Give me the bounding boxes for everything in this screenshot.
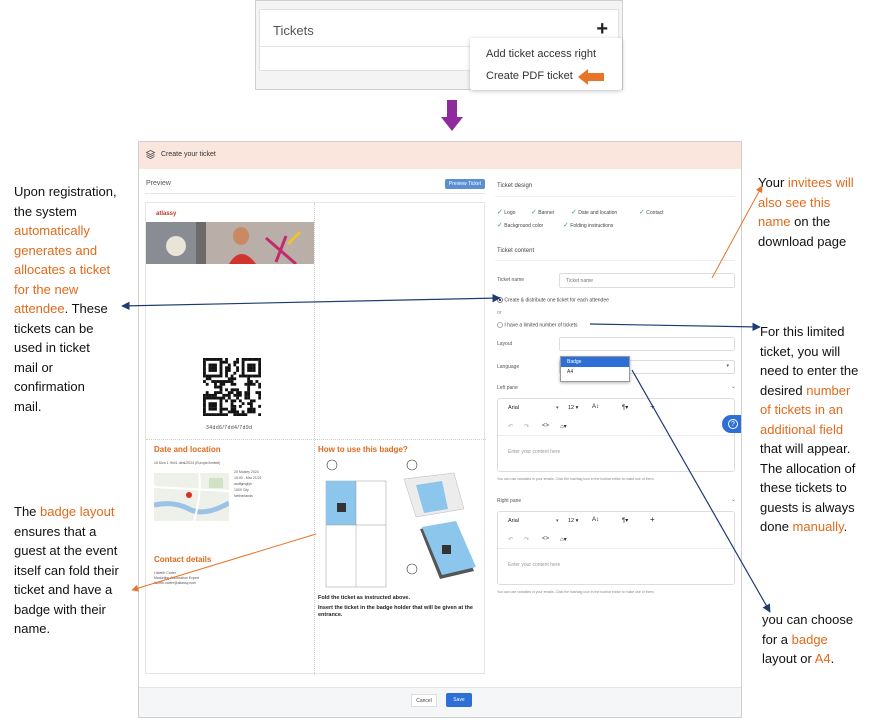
size-select[interactable]: 12 ▾ [568,518,579,524]
address-line: 1000 City [234,488,249,492]
code-icon[interactable]: <> [542,423,550,429]
ticket-content-title: Ticket content [497,248,535,254]
or-label: or [497,310,502,316]
card-divider [260,46,618,47]
modal-title: Create your ticket [161,151,216,158]
design-divider [495,196,735,197]
help-button[interactable]: ? [722,415,741,433]
redo-icon[interactable]: ↷ [524,537,530,543]
code-icon[interactable]: <> [542,536,550,542]
hashtag-tag-icon[interactable]: ⌂▾ [560,424,567,430]
check-logo[interactable]: ✓ Logo [497,209,516,216]
font-select[interactable]: Arial [508,518,520,524]
folding-diagram [325,459,476,588]
date-location-title: Date and location [154,445,221,454]
collapse-chevron-icon[interactable]: ⌄ [731,384,737,390]
insert-plus-icon[interactable]: + [650,515,655,524]
modal-footer [139,687,741,717]
fold-line-horizontal [146,439,486,440]
contact-line: lisbeth.carter@atlassy.com [154,581,196,585]
brand-logo: atlassy [156,211,177,217]
editor-placeholder: Enter your content here [508,449,561,455]
right-pane-editor[interactable]: Arial ▾ 12 ▾ A↕ ¶▾ + ↶ ↷ <> ⌂▾ Enter you… [497,511,735,585]
paragraph-icon[interactable]: ¶▾ [622,405,629,411]
add-plus-button[interactable]: + [596,18,608,40]
hashtag-tag-icon[interactable]: ⌂▾ [560,537,567,543]
create-ticket-screenshot: Create your ticket Preview Preview Ticke… [138,141,742,718]
ticket-name-label: Ticket name [497,277,525,283]
address-line: 20 Mosley 2024 [234,470,259,474]
question-icon: ? [728,419,738,429]
check-background-color[interactable]: ✓ Background color [497,222,544,229]
annotation-invitees-name: Your invitees will also see this name on… [758,175,854,249]
layout-label: Layout [497,341,513,347]
address-block: 20 Mosley 2024 19:00 - Mar 21/21 asdfgmg… [234,469,262,499]
check-date-location[interactable]: ✓ Date and location [571,209,618,216]
how-to-title: How to use this badge? [318,445,408,454]
date-line: 15 Mon 1 Hiri/1 deal/2024 (Europe/Amstel… [154,461,221,465]
layout-select[interactable] [559,337,735,351]
right-pane-label: Right pane [497,498,522,504]
purple-down-arrow-icon [441,100,463,131]
insert-plus-icon[interactable]: + [650,402,655,411]
banner-image [146,222,314,264]
font-select[interactable]: Arial [508,405,520,411]
paragraph-icon[interactable]: ¶▾ [622,518,629,524]
check-folding-instructions[interactable]: ✓ Folding instructions [563,222,614,229]
size-select[interactable]: 12 ▾ [568,405,579,411]
annotation-auto-ticket: Upon registration, the system automatica… [14,184,117,414]
layout-option-a4[interactable]: A4 [567,369,574,375]
language-label: Language [497,364,520,370]
left-pane-editor[interactable]: Arial ▾ 12 ▾ A↕ ¶▾ + ↶ ↷ <> ⌂▾ Enter you… [497,398,735,472]
annotation-limited-ticket: For this limited ticket, you will need t… [760,324,859,534]
left-pane-label: Left pane [497,385,518,391]
menu-item-add-access-right[interactable]: Add ticket access right [486,48,597,60]
tickets-card-title: Tickets [273,23,314,38]
ticket-design-title: Ticket design [497,183,533,189]
preview-divider [145,193,485,194]
variables-hint: You can use variables in your emails. Cl… [497,590,655,594]
preview-label: Preview [146,180,171,187]
editor-placeholder: Enter your content here [508,562,561,568]
preview-ticket-button[interactable]: Preview Ticket [445,179,485,189]
instruction-2: Insert the ticket in the badge holder th… [318,605,473,618]
collapse-chevron-icon[interactable]: ⌄ [731,497,737,503]
radio-one-per-attendee[interactable]: Create & distribute one ticket for each … [497,297,609,303]
qr-code [203,358,261,416]
annotation-layout-choice: you can choose for a badge layout or A4. [762,612,854,666]
address-line: asdfgmgfyh [234,482,253,486]
check-banner[interactable]: ✓ Banner [531,209,555,216]
chevron-down-icon: ▾ [556,405,559,411]
address-line: 19:00 - Mar 21/21 [234,476,262,480]
check-contact[interactable]: ✓ Contact [639,209,664,216]
redo-icon[interactable]: ↷ [524,424,530,430]
address-line: Netherlands [234,494,253,498]
content-divider [495,260,735,261]
annotation-badge-layout: The badge layout ensures that a guest at… [14,504,119,636]
cancel-button[interactable]: Cancel [411,694,437,707]
variables-hint: You can use variables in your emails. Cl… [497,477,655,481]
layout-option-badge[interactable]: Badge [561,357,629,367]
undo-icon[interactable]: ↶ [508,424,514,430]
location-map [154,473,229,521]
chevron-down-icon: ▾ [726,363,729,369]
text-size-icon[interactable]: A↕ [592,517,600,523]
ticket-preview: atlassy 34dd6/7dd4/7d9d Date and locatio… [145,202,486,675]
layers-icon [146,150,155,159]
save-button[interactable]: Save [446,693,472,707]
text-size-icon[interactable]: A↕ [592,404,600,410]
instruction-1: Fold the ticket as instructed above. [318,595,410,601]
chevron-down-icon: ▾ [556,518,559,524]
undo-icon[interactable]: ↶ [508,537,514,543]
radio-limited-tickets[interactable]: I have a limited number of tickets [497,322,577,328]
contact-title: Contact details [154,555,212,564]
orange-pointer-arrow-icon [578,69,604,85]
ticket-dropdown-menu: Add ticket access right Create PDF ticke… [470,38,622,90]
ticket-id: 34dd6/7dd4/7d9d [206,425,253,431]
menu-item-create-pdf-ticket[interactable]: Create PDF ticket [486,70,573,82]
contact-block: Lisbeth Carter Marketing Automation Expe… [154,571,199,586]
ticket-name-input[interactable] [559,273,735,288]
modal-header: Create your ticket [139,142,741,169]
layout-dropdown: Badge A4 [560,356,630,382]
